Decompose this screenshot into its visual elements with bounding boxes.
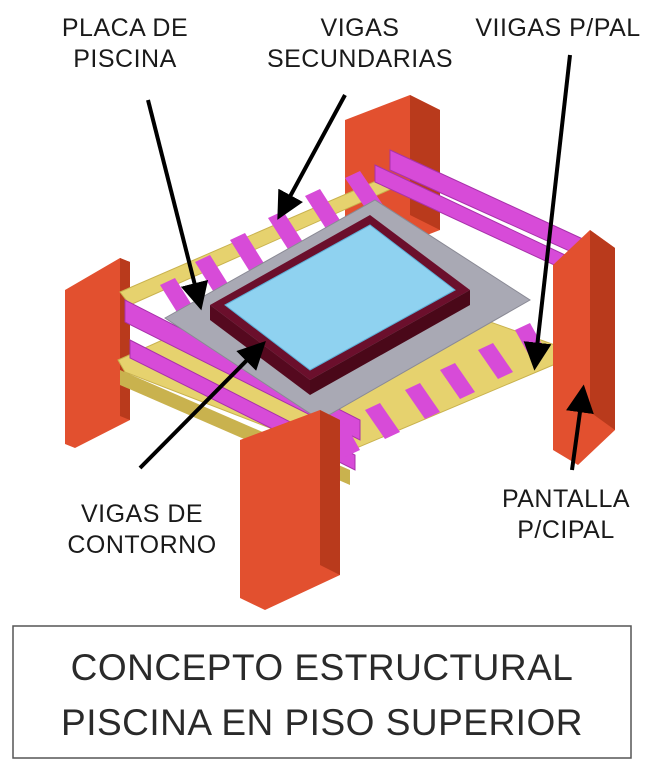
label-placa-line1: PLACA DE [62,14,188,42]
label-vigas-contorno-line2: CONTORNO [67,531,216,559]
label-vigas-contorno-line1: VIGAS DE [81,500,203,528]
label-vigas-secundarias-line2: SECUNDARIAS [267,45,453,73]
arrow-placa [146,99,209,311]
label-pantalla-line2: P/CIPAL [517,516,615,544]
arrow-vigas-contorno [138,341,266,470]
leader-arrows [138,54,594,471]
arrow-vigas-ppal [523,54,572,371]
label-vigas-ppal: VIIGAS P/PAL [475,14,640,42]
title-box [12,625,632,759]
label-pantalla-line1: PANTALLA [502,485,630,513]
label-placa-line2: PISCINA [73,45,177,73]
label-vigas-secundarias-line1: VIGAS [321,14,400,42]
title-line2: PISCINA EN PISO SUPERIOR [61,702,583,743]
column-back-left [65,258,130,448]
column-front-left [240,410,340,610]
arrow-vigas-secundarias [277,94,347,220]
column-front-right [553,230,615,465]
title-line1: CONCEPTO ESTRUCTURAL [71,647,574,688]
arrow-pantalla [566,384,594,471]
